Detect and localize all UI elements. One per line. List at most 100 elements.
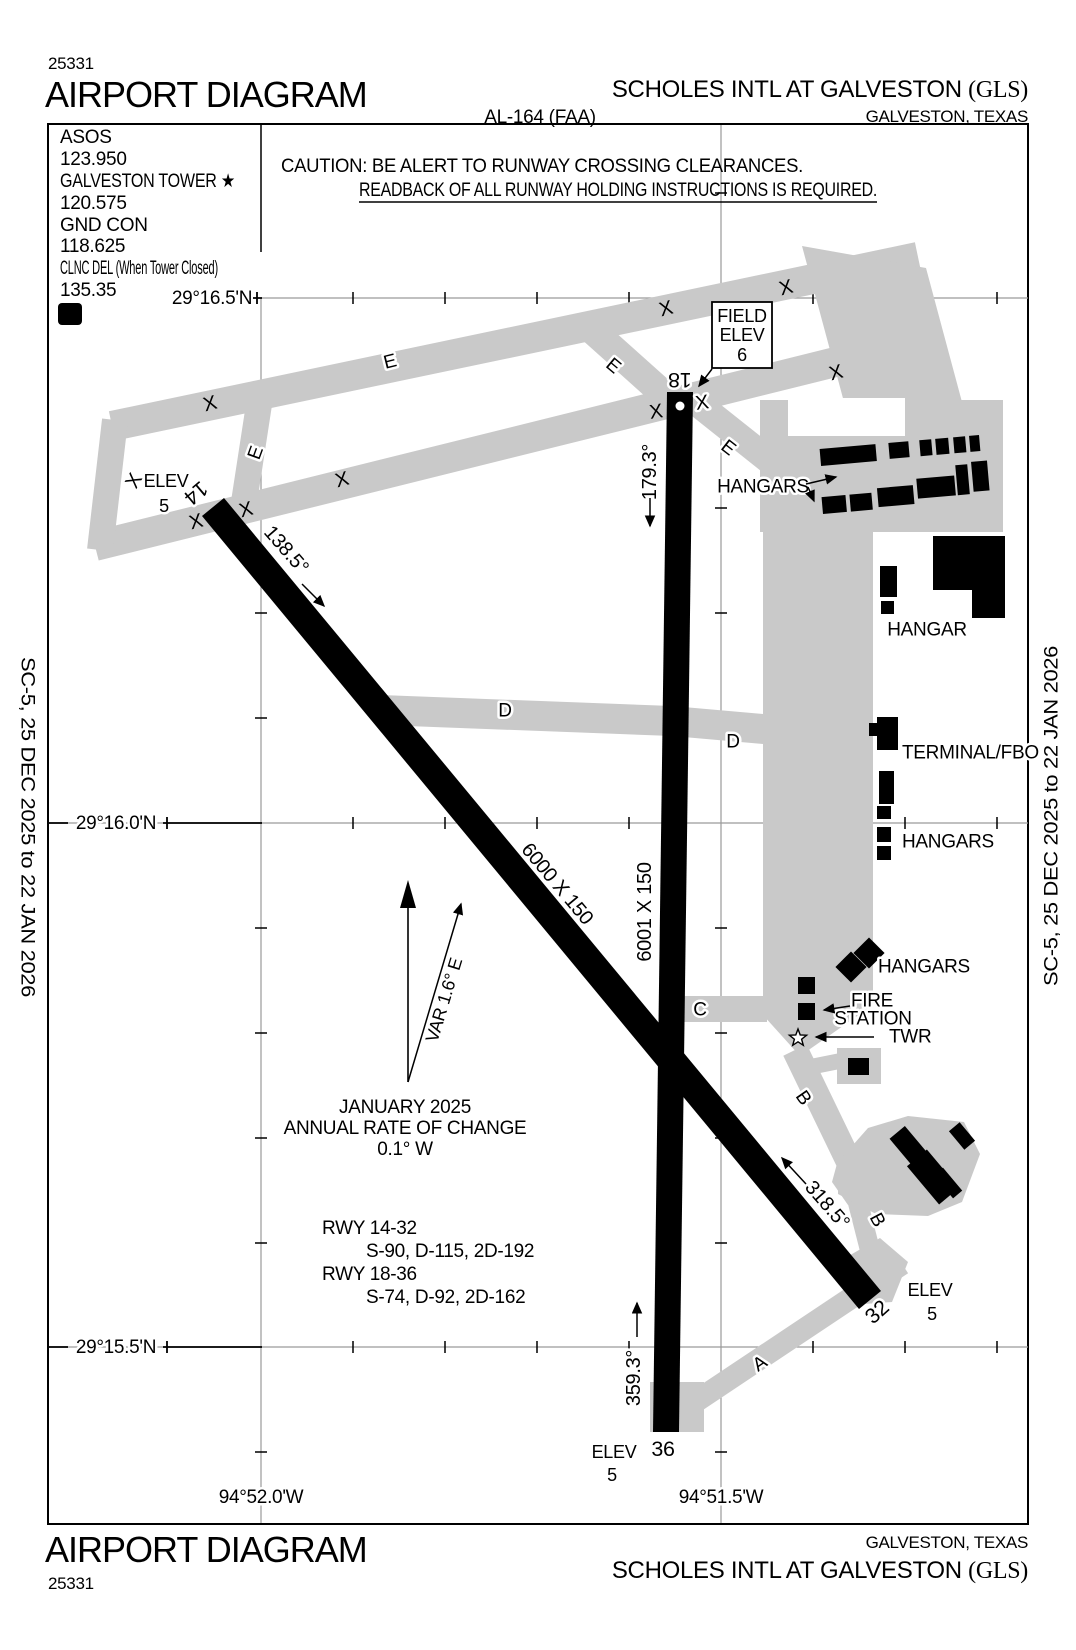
taxiway-link-mid [229, 396, 273, 517]
building [879, 771, 894, 804]
taxiway-link-e3 [582, 319, 678, 409]
building [881, 601, 894, 614]
comm-line: ASOS [60, 127, 112, 148]
runway-data-line: RWY 18-36 [322, 1264, 417, 1285]
hangars-right-label: HANGARS [902, 832, 994, 853]
airport-id: (GLS) [968, 77, 1028, 103]
taxiway-c-label: C [693, 1000, 706, 1021]
elev-14: ELEV 5 [141, 469, 191, 519]
runway-data-line: S-90, D-115, 2D-192 [366, 1241, 534, 1262]
runway-18-36 [653, 392, 693, 1432]
tower-star-icon [787, 1026, 809, 1047]
true-north-arrowhead [400, 880, 416, 908]
building [933, 1167, 963, 1199]
lon-label-2: 94°51.5'W [679, 1487, 764, 1508]
field-elev-line1: FIELD [717, 306, 767, 326]
elev-label: ELEV [592, 1442, 637, 1462]
closed-x: X [694, 391, 710, 415]
heading-179: 179.3° [639, 444, 661, 500]
taxiway-branch-e4 [681, 386, 786, 478]
lat-label-1: 29°16.5'N [172, 288, 252, 309]
elev-value: 5 [159, 496, 169, 516]
elev-32: ELEV 5 [905, 1278, 955, 1327]
elev-label: ELEV [144, 471, 189, 491]
footer-chart-number: 25331 [48, 1574, 94, 1593]
comm-line: 135.35 [60, 280, 116, 301]
taxiway-e-upper [108, 242, 922, 441]
elev-36: ELEV 5 [589, 1440, 639, 1488]
runway-18-dot [675, 401, 685, 411]
building [906, 1149, 960, 1205]
terminal-building [877, 717, 898, 750]
building [869, 723, 877, 736]
fire-station-label-1: FIRE [851, 991, 893, 1012]
runway-14-32 [202, 498, 881, 1309]
closed-x: X [648, 400, 664, 424]
building [880, 566, 897, 597]
field-elev-line2: ELEV [720, 325, 765, 345]
page-title: AIRPORT DIAGRAM [45, 74, 367, 115]
comm-line: CLNC DEL (When Tower Closed) [60, 258, 218, 279]
elev-label: ELEV [908, 1280, 953, 1300]
taxiway-d-label: D [498, 701, 511, 722]
building [877, 806, 891, 819]
edition-left: SC-5, 25 DEC 2025 to 22 JAN 2026 [17, 657, 38, 997]
closed-x: X [333, 468, 351, 493]
airport-name: SCHOLES INTL AT GALVESTON [612, 76, 968, 103]
lon-label-1: 94°52.0'W [219, 1487, 304, 1508]
terminal-fbo-label: TERMINAL/FBO [902, 743, 1039, 764]
hangar-row-south [821, 460, 990, 515]
hangar-row-north [819, 435, 981, 466]
airport-title: SCHOLES INTL AT GALVESTON (GLS) [612, 76, 1028, 103]
closed-x: X [237, 498, 255, 523]
hangars-top-label: HANGARS [717, 477, 809, 498]
edition-right: SC-5, 25 DEC 2025 to 22 JAN 2026 [1042, 646, 1063, 986]
field-elev-value: 6 [737, 345, 747, 365]
heading-318-arrow [780, 1156, 807, 1185]
closed-x: X [827, 361, 845, 386]
taxiway-b-upper [783, 1044, 864, 1174]
footer-airport: SCHOLES INTL AT GALVESTON (GLS) [612, 1557, 1028, 1584]
chart-number: 25331 [48, 54, 94, 73]
runway-data-block: RWY 14-32 S-90, D-115, 2D-192 RWY 18-36 … [322, 1218, 535, 1308]
closed-x: X [777, 276, 795, 301]
twr-stub [800, 1053, 840, 1077]
variation-date: JANUARY 2025 [339, 1097, 471, 1118]
hangar-label: HANGAR [887, 620, 967, 641]
fire-station-building [798, 977, 815, 994]
comm-line: 118.625 [60, 236, 125, 257]
taxiway-d-label: D [726, 732, 739, 753]
hangars-arrow-1 [805, 474, 838, 485]
hangars-arrow-2 [805, 486, 815, 503]
apron-notch [788, 398, 905, 436]
comm-line: GND CON [60, 215, 148, 236]
closed-x: X [201, 392, 219, 417]
field-elev-box: FIELD ELEV 6 [698, 301, 773, 388]
runway-18-36-dimensions: 6001 X 150 [634, 862, 656, 961]
comm-line: 120.575 [60, 193, 127, 214]
variation-rate-1: ANNUAL RATE OF CHANGE [284, 1118, 527, 1139]
elev-value: 5 [927, 1304, 937, 1324]
big-hangar [933, 536, 1005, 618]
footer-airport-id: (GLS) [968, 1558, 1028, 1584]
hangars-mid-label: HANGARS [878, 957, 970, 978]
lat-label-3: 29°15.5'N [76, 1337, 156, 1358]
caution-line-1: CAUTION: BE ALERT TO RUNWAY CROSSING CLE… [281, 156, 803, 177]
runway-data-line: S-74, D-92, 2D-162 [366, 1287, 525, 1308]
caution-line-2: READBACK OF ALL RUNWAY HOLDING INSTRUCTI… [359, 180, 877, 201]
building [848, 1058, 869, 1075]
variation-arrows [400, 880, 464, 1083]
heading-138-arrow [301, 583, 326, 608]
footer-airport-name: SCHOLES INTL AT GALVESTON [612, 1557, 968, 1584]
buildings [798, 435, 1005, 1205]
diagram-d-icon [58, 303, 82, 325]
fire-station-arrow [822, 1003, 851, 1014]
fire-station-building [798, 1003, 815, 1020]
airport-city: GALVESTON, TEXAS [866, 107, 1028, 126]
runway-data-line: RWY 14-32 [322, 1218, 417, 1239]
closed-x: X [187, 510, 205, 535]
footer-title: AIRPORT DIAGRAM [45, 1529, 367, 1570]
building [877, 827, 891, 842]
tower-label: TWR [889, 1027, 931, 1048]
